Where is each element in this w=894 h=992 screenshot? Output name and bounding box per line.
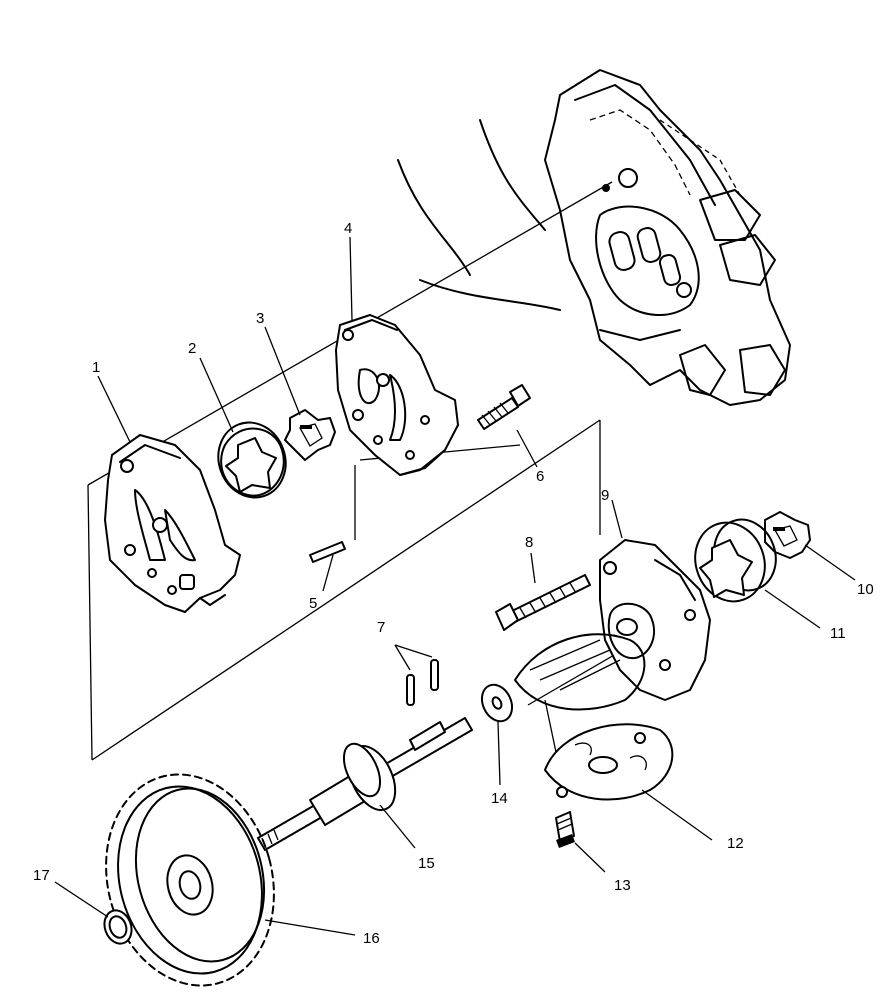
callout-4: 4 <box>344 220 352 237</box>
callout-16: 16 <box>363 930 380 947</box>
callout-12: 12 <box>727 835 744 852</box>
callout-15: 15 <box>418 855 435 872</box>
callout-11: 11 <box>830 625 846 642</box>
inner-rotor-part-3 <box>284 409 336 461</box>
callout-3: 3 <box>256 310 264 327</box>
ring-part-17 <box>103 909 133 945</box>
washer-part-14 <box>480 683 514 723</box>
outer-rotor-part-2 <box>217 421 287 499</box>
leader-lines <box>54 236 856 936</box>
pins-part-7 <box>394 644 439 706</box>
cover-plate-part-12 <box>544 723 674 801</box>
callout-labels: 1 2 3 4 5 6 7 8 9 10 11 12 13 14 15 16 1… <box>33 220 874 947</box>
inner-rotor-part-10 <box>764 511 811 559</box>
drive-shaft-part-15 <box>257 717 473 851</box>
pump-plate-part-4 <box>335 314 459 476</box>
callout-17: 17 <box>33 867 50 884</box>
callout-6: 6 <box>536 468 544 485</box>
pump-cover-part-9 <box>514 539 711 711</box>
callout-14: 14 <box>491 790 508 807</box>
engine-crankcase <box>397 69 791 406</box>
screw-part-13 <box>555 811 575 848</box>
dowel-pin-part-5 <box>309 541 346 563</box>
callout-7: 7 <box>377 619 385 636</box>
callout-9: 9 <box>601 487 609 504</box>
callout-8: 8 <box>525 534 533 551</box>
callout-13: 13 <box>614 877 631 894</box>
long-bolt-part-8 <box>495 574 591 631</box>
pump-housing-part-1 <box>104 434 241 613</box>
drive-gear-part-16 <box>105 773 275 987</box>
callout-5: 5 <box>309 595 317 612</box>
callout-2: 2 <box>188 340 196 357</box>
callout-1: 1 <box>92 359 100 376</box>
outer-rotor-part-11 <box>694 518 777 603</box>
callout-10: 10 <box>857 581 874 598</box>
bolt-part-6 <box>477 384 531 430</box>
